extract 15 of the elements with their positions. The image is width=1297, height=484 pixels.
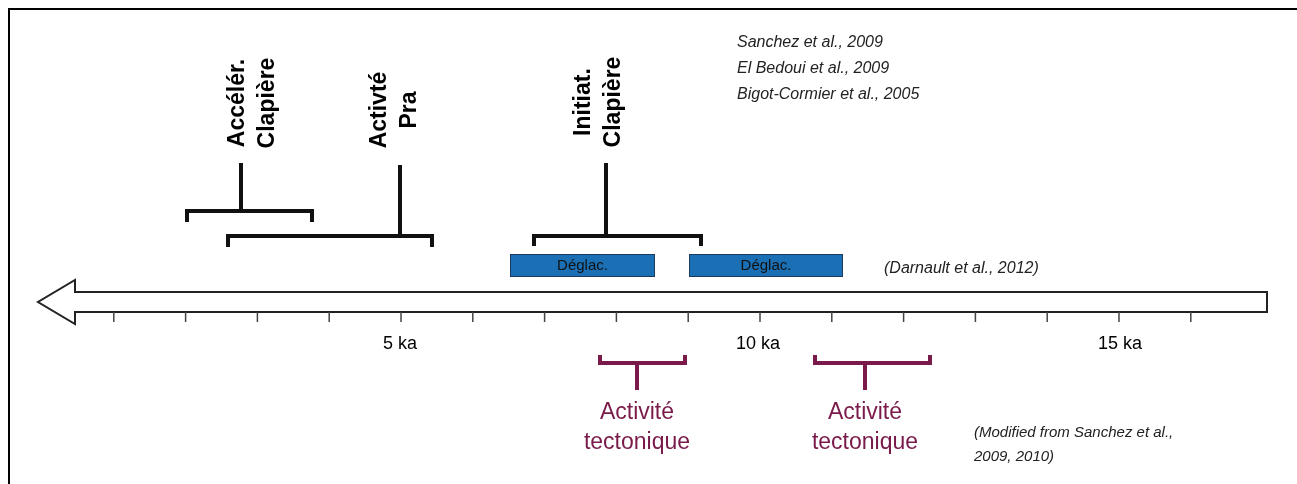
event-label: Activté Pra <box>364 70 422 151</box>
event-label: Initiat. Clapière <box>568 55 626 150</box>
period-bar: Déglac. <box>510 254 655 277</box>
reference-text: (Darnault et al., 2012) <box>884 258 1039 278</box>
reference-text: El Bedoui et al., 2009 <box>737 58 890 78</box>
tick-label: 15 ka <box>1098 332 1142 355</box>
event-label: Activité tectonique <box>582 397 692 456</box>
source-note: (Modified from Sanchez et al., 2009, 2010) <box>974 422 1174 466</box>
tick-label: 10 ka <box>736 332 780 355</box>
reference-text: Bigot-Cormier et al., 2005 <box>737 84 920 104</box>
period-bar: Déglac. <box>689 254 843 277</box>
reference-text: Sanchez et al., 2009 <box>737 32 883 52</box>
event-label: Accélér. Clapière <box>222 56 280 151</box>
event-label: Activité tectonique <box>810 397 920 456</box>
tick-label: 5 ka <box>383 332 417 355</box>
